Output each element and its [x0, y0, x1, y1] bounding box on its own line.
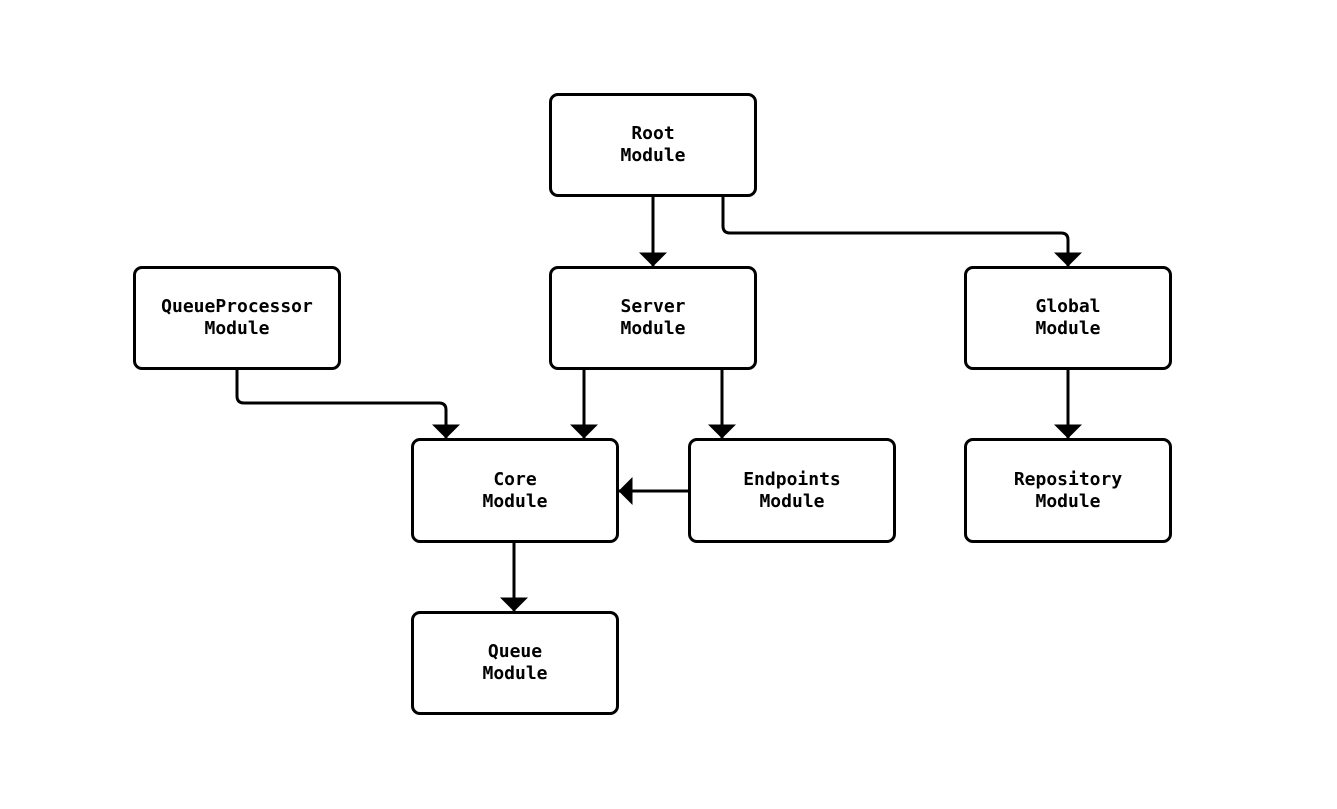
edge-root-module-to-global-module [721, 197, 1082, 267]
node-queue-module: Queue Module [411, 611, 619, 715]
node-root-module: Root Module [549, 93, 757, 197]
node-repository-module: Repository Module [964, 438, 1172, 543]
node-endpoints-module: Endpoints Module [688, 438, 896, 543]
node-server-module: Server Module [549, 266, 757, 370]
edge-queueprocessor-module-to-core-module [235, 370, 460, 439]
node-global-module: Global Module [964, 266, 1172, 370]
node-queueprocessor-module: QueueProcessor Module [133, 266, 341, 370]
node-core-module: Core Module [411, 438, 619, 543]
